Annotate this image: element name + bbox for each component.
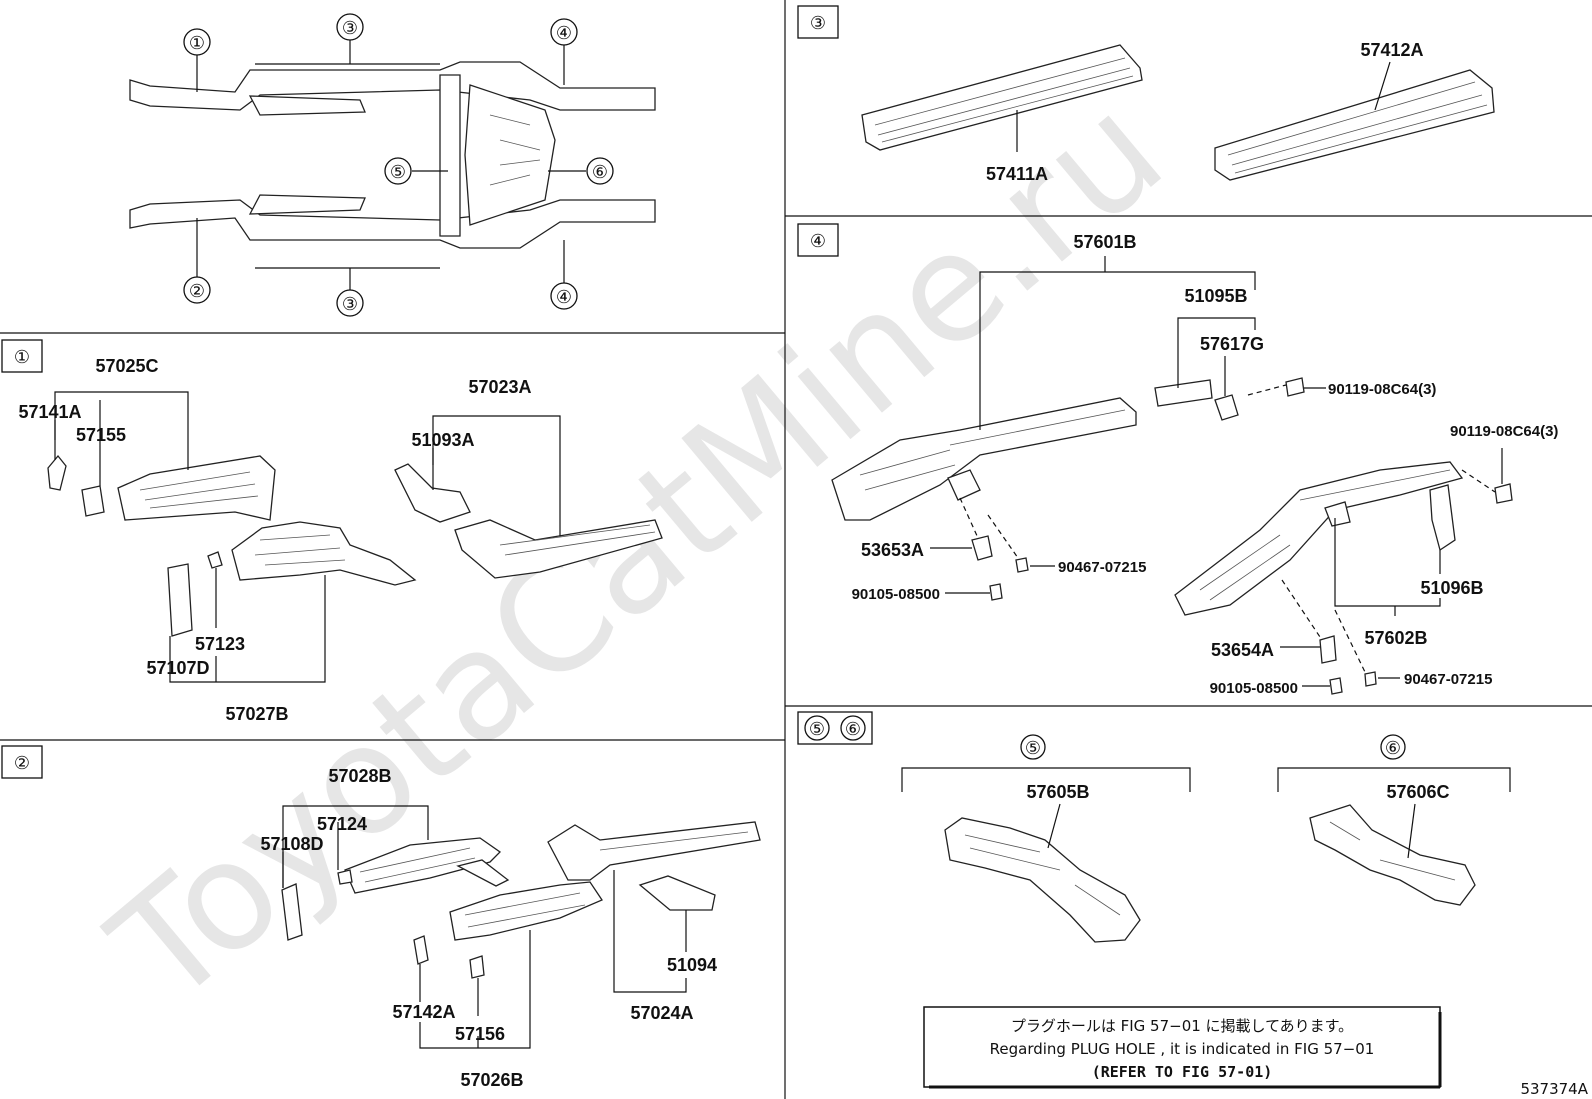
label-57108D: 57108D <box>260 834 323 854</box>
label-90105-08500-a: 90105-08500 <box>852 586 940 603</box>
label-57141A: 57141A <box>18 402 81 422</box>
section-5-6: ⑤ ⑥ ⑤ ⑥ 57605B 57606C プラグホールは FIG 57−01 … <box>797 711 1511 1089</box>
label-57601B: 57601B <box>1073 232 1136 252</box>
label-57028B: 57028B <box>328 766 391 786</box>
label-90119-08C64-a: 90119-08C64(3) <box>1328 381 1436 398</box>
label-57617G: 57617G <box>1200 334 1264 354</box>
callout-6-overview: ⑥ <box>592 162 608 183</box>
note-line-english: Regarding PLUG HOLE , it is indicated in… <box>990 1040 1375 1058</box>
label-57411A: 57411A <box>986 164 1048 184</box>
label-57026B: 57026B <box>460 1070 523 1090</box>
section-6-tag: ⑥ <box>845 719 861 740</box>
label-57155: 57155 <box>76 425 126 445</box>
overview-frame: ① ② ③ ③ ④ ④ ⑤ ⑥ <box>129 13 656 317</box>
section-3: ③ 57411A 57412A <box>797 5 1495 184</box>
label-57025C: 57025C <box>95 356 158 376</box>
callout-4-top: ④ <box>556 23 572 44</box>
label-57027B: 57027B <box>225 704 288 724</box>
label-90105-08500-b: 90105-08500 <box>1210 680 1298 697</box>
note-box <box>923 1006 1441 1088</box>
label-57412A: 57412A <box>1360 40 1423 60</box>
section-5-tag: ⑤ <box>809 719 825 740</box>
section-2: ② 57028B 57124 57108D 51094 57024A 57142… <box>1 745 761 1090</box>
label-57605B: 57605B <box>1026 782 1089 802</box>
callout-1-top: ① <box>189 33 205 54</box>
label-57606C: 57606C <box>1386 782 1449 802</box>
label-51094: 51094 <box>667 955 717 975</box>
callout-5-detail: ⑤ <box>1025 738 1041 759</box>
label-57156: 57156 <box>455 1024 505 1044</box>
section-2-tag: ② <box>14 753 30 774</box>
note-line-japanese: プラグホールは FIG 57−01 に掲載してあります。 <box>1011 1017 1353 1035</box>
section-1: ① 57025C 57141A 57155 57023A 51093A 5712… <box>1 339 663 724</box>
label-90467-07215-a: 90467-07215 <box>1058 559 1146 576</box>
section-4: ④ <box>797 223 1558 697</box>
callout-5-overview: ⑤ <box>390 162 406 183</box>
label-51095B: 51095B <box>1184 286 1247 306</box>
label-57123: 57123 <box>195 634 245 654</box>
label-90467-07215-b: 90467-07215 <box>1404 671 1492 688</box>
callout-4-bottom: ④ <box>556 287 572 308</box>
label-90119-08C64-b: 90119-08C64(3) <box>1450 423 1558 440</box>
label-57142A: 57142A <box>392 1002 455 1022</box>
note-line-refer: (REFER TO FIG 57-01) <box>1092 1063 1273 1081</box>
label-57124: 57124 <box>317 814 367 834</box>
callout-3-top: ③ <box>342 18 358 39</box>
section-4-tag: ④ <box>810 231 826 252</box>
label-57602B: 57602B <box>1364 628 1427 648</box>
callout-2-overview: ② <box>189 281 205 302</box>
label-51093A: 51093A <box>411 430 474 450</box>
label-53654A: 53654A <box>1211 640 1274 660</box>
callout-3-bottom: ③ <box>342 294 358 315</box>
label-57107D: 57107D <box>146 658 209 678</box>
label-57023A: 57023A <box>468 377 531 397</box>
callout-6-detail: ⑥ <box>1385 738 1401 759</box>
figure-id: 537374A <box>1520 1080 1588 1098</box>
section-3-tag: ③ <box>810 13 826 34</box>
label-53653A: 53653A <box>861 540 924 560</box>
label-51096B: 51096B <box>1420 578 1483 598</box>
label-57024A: 57024A <box>630 1003 693 1023</box>
section-1-tag: ① <box>14 347 30 368</box>
